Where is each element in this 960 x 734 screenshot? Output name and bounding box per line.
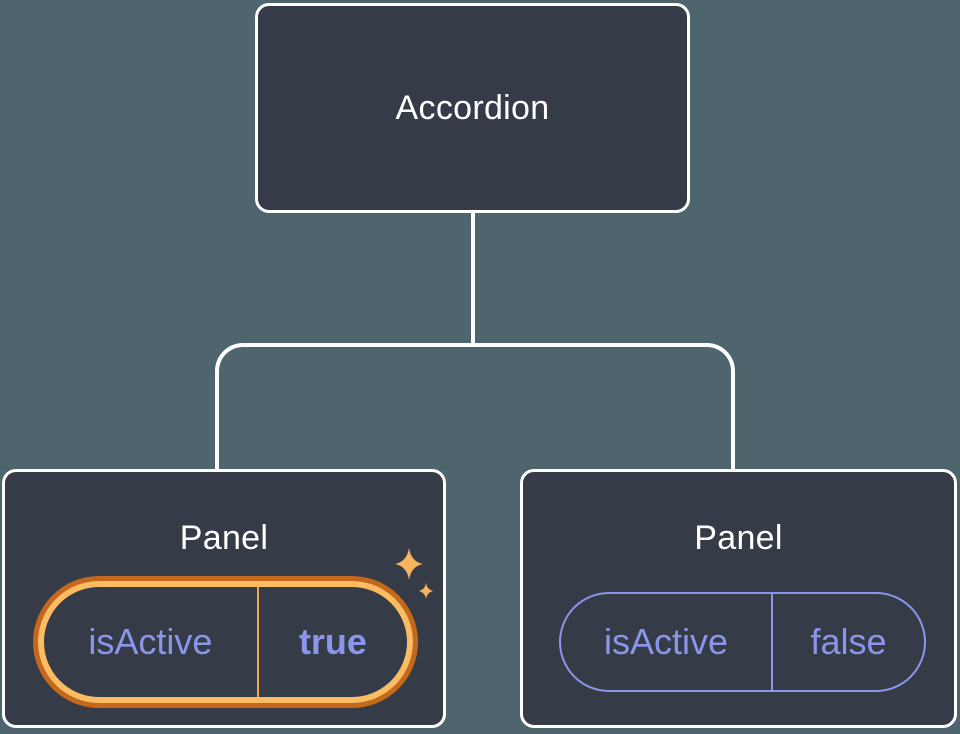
tree-node-panel-active: Panel isActive true [2, 469, 446, 728]
state-value-label: true [298, 621, 367, 662]
connector-branch-lines [215, 343, 735, 470]
state-key-label: isActive [44, 587, 259, 697]
sparkles-icon [395, 548, 434, 599]
tree-node-panel-inactive: Panel isActive false [520, 469, 957, 728]
node-label: Panel [694, 519, 783, 557]
node-label: Panel [179, 519, 269, 557]
connector-trunk-line [471, 212, 475, 347]
state-value-label: false [810, 621, 887, 662]
tree-node-accordion: Accordion [255, 3, 690, 213]
state-pill-active: isActive true [38, 581, 413, 703]
state-key-label: isActive [561, 594, 773, 690]
state-pill-inactive: isActive false [559, 592, 926, 692]
node-label: Accordion [395, 88, 550, 127]
